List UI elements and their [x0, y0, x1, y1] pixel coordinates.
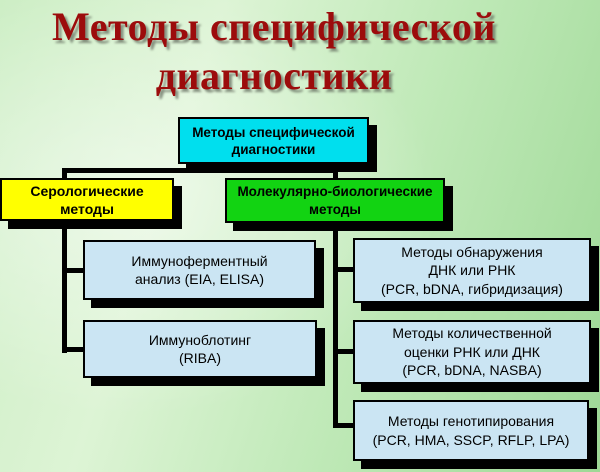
connector-left-stub-eia — [64, 268, 85, 273]
connector-root-stem — [271, 160, 276, 173]
node-serological-methods: Серологические методы — [0, 178, 174, 221]
connector-left-vertical — [62, 216, 67, 353]
node-immunoblotting-riba: Иммуноблотинг (RIBA) — [83, 320, 317, 378]
node-genotyping-methods: Методы генотипирования (PCR, HMA, SSCP, … — [353, 400, 589, 461]
connector-drop-serological — [62, 170, 67, 181]
connector-right-vertical — [333, 219, 338, 428]
node-molecular-biological-methods: Молекулярно-биологические методы — [225, 178, 445, 223]
page-title: Методы специфической диагностики — [52, 4, 496, 98]
connector-right-stub-dna — [335, 267, 355, 272]
node-root-specific-diagnostics: Методы специфической диагностики — [178, 117, 369, 164]
connector-left-stub-riba — [64, 347, 85, 352]
connector-top-horizontal — [62, 168, 338, 173]
node-immunoassay-eia-elisa: Иммуноферментный анализ (EIA, ELISA) — [83, 240, 316, 300]
connector-right-stub-quant — [335, 349, 355, 354]
connector-drop-molecular — [333, 170, 338, 181]
node-dna-rna-detection: Методы обнаружения ДНК или РНК (PCR, bDN… — [353, 238, 591, 303]
node-rna-dna-quantification: Методы количественной оценки РНК или ДНК… — [353, 320, 591, 384]
connector-right-stub-geno — [335, 423, 355, 428]
